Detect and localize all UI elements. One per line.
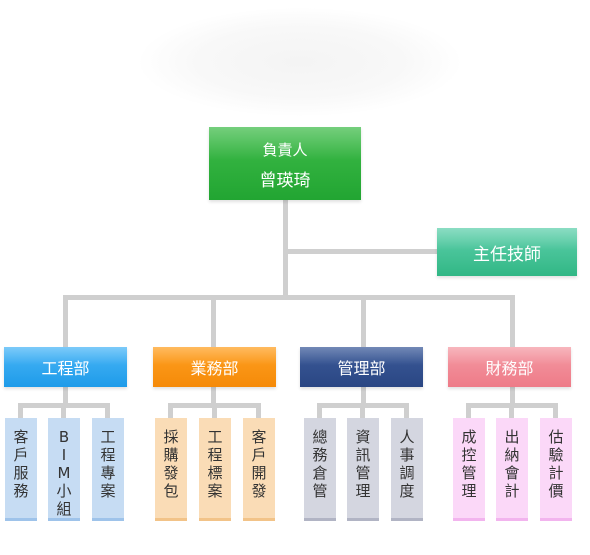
chief-engineer-node: 主任技師	[437, 228, 577, 276]
dept-engineering: 工程部	[4, 347, 127, 387]
connector-sub-drop-business-1	[168, 403, 173, 419]
dept-business: 業務部	[153, 347, 276, 387]
connector-sub-engineering	[63, 387, 68, 405]
connector-sub-drop-engineering-1	[18, 403, 23, 419]
connector-sub-drop-finance-3	[553, 403, 558, 419]
ceo-name: 曾瑛琦	[259, 170, 311, 191]
dept-management: 管理部	[300, 347, 423, 387]
sub-unit-customer-development: 客戶開發	[243, 418, 275, 521]
dept-finance: 財務部	[448, 347, 571, 387]
chief-engineer-label: 主任技師	[473, 244, 541, 265]
sub-unit-customer-service: 客戶服務	[5, 418, 37, 521]
sub-unit-procurement: 採購發包	[155, 418, 187, 521]
sub-unit-tenders: 工程標案	[199, 418, 231, 521]
dept-management-label: 管理部	[337, 359, 386, 378]
connector-sub-drop-engineering-2	[61, 403, 66, 419]
sub-unit-valuation: 估驗計價	[540, 418, 572, 521]
connector-dept-bar	[63, 295, 515, 300]
connector-dept-drop-business	[211, 295, 216, 348]
connector-sub-drop-business-3	[256, 403, 261, 419]
connector-sub-business	[211, 387, 216, 405]
connector-sub-management	[361, 387, 366, 405]
connector-sub-drop-management-3	[404, 403, 409, 419]
sub-unit-personnel: 人事調度	[391, 418, 423, 521]
connector-tech-branch	[286, 249, 438, 254]
connector-sub-drop-finance-2	[509, 403, 514, 419]
dept-business-label: 業務部	[190, 359, 239, 378]
sub-unit-general-affairs: 總務倉管	[304, 418, 336, 521]
sub-unit-it-management: 資訊管理	[347, 418, 379, 521]
dept-finance-label: 財務部	[485, 359, 534, 378]
connector-sub-drop-business-2	[212, 403, 217, 419]
ceo-title: 負責人	[262, 140, 308, 159]
connector-sub-drop-management-2	[360, 403, 365, 419]
connector-ceo-trunk	[283, 200, 288, 297]
connector-dept-drop-engineering	[63, 295, 68, 348]
sub-unit-engineering-projects: 工程專案	[92, 418, 124, 521]
connector-dept-drop-finance	[510, 295, 515, 348]
sub-unit-cashier-accounting: 出納會計	[496, 418, 528, 521]
connector-sub-drop-management-1	[317, 403, 322, 419]
top-glow-decoration	[140, 8, 460, 116]
connector-sub-drop-finance-1	[466, 403, 471, 419]
connector-dept-drop-management	[361, 295, 366, 348]
dept-engineering-label: 工程部	[41, 359, 90, 378]
ceo-node: 負責人 曾瑛琦	[209, 127, 361, 200]
sub-unit-cost-control: 成控管理	[453, 418, 485, 521]
connector-sub-drop-engineering-3	[105, 403, 110, 419]
connector-sub-finance	[510, 387, 515, 405]
